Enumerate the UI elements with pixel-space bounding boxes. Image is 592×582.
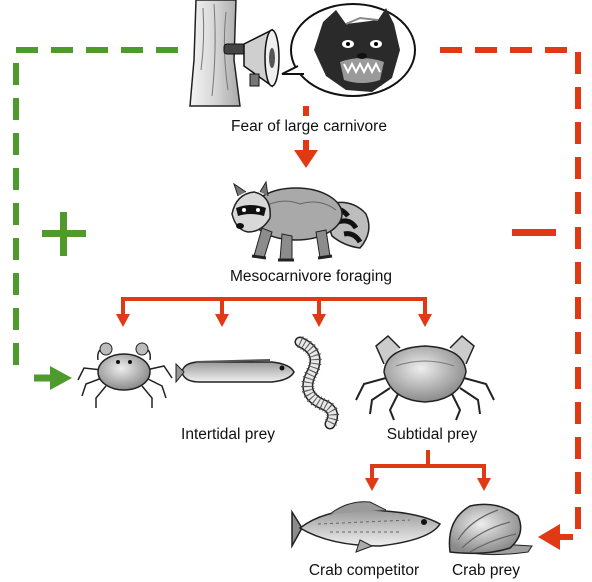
raccoon-icon xyxy=(232,182,369,260)
positive-effect-path xyxy=(16,50,178,390)
negative-sign-icon xyxy=(512,229,556,236)
forage-branch-arrows xyxy=(116,297,432,327)
snarling-carnivore-icon xyxy=(282,4,415,96)
mesocarnivore-label: Mesocarnivore foraging xyxy=(230,268,392,286)
whelk-snail-icon xyxy=(449,504,532,554)
rock-crab-icon xyxy=(356,336,494,420)
crab-competitor-label: Crab competitor xyxy=(309,562,419,580)
subtidal-prey-label: Subtidal prey xyxy=(387,426,477,444)
crab-prey-label: Crab prey xyxy=(452,562,520,580)
fear-arrow xyxy=(294,106,318,168)
intertidal-prey-label: Intertidal prey xyxy=(181,426,275,444)
positive-sign-icon xyxy=(42,212,86,256)
eel-fish-icon xyxy=(176,360,294,382)
fear-label: Fear of large carnivore xyxy=(231,118,387,136)
sculpin-fish-icon xyxy=(292,502,440,552)
negative-effect-path xyxy=(440,50,578,550)
crab-branch-arrows xyxy=(365,450,491,491)
loudspeaker-on-tree-icon xyxy=(190,0,279,106)
shore-crab-icon xyxy=(78,343,172,408)
polychaete-worm-icon xyxy=(300,342,333,424)
